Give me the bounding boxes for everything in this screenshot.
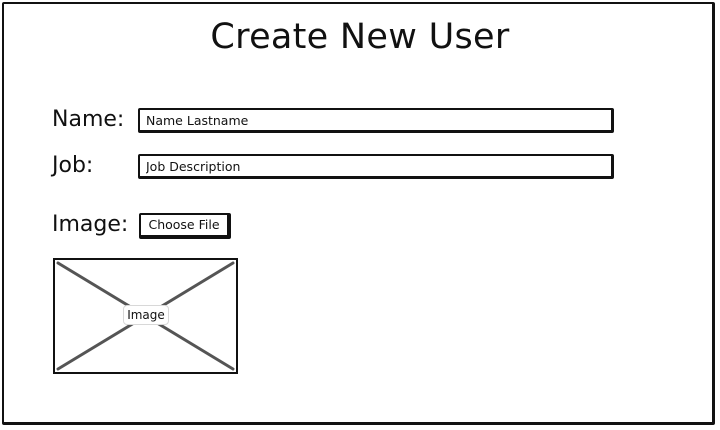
job-input[interactable] xyxy=(138,154,614,179)
name-label: Name: xyxy=(52,107,125,132)
image-preview: Image xyxy=(53,258,238,374)
image-label: Image: xyxy=(52,212,129,237)
page-title: Create New User xyxy=(210,17,510,57)
job-label: Job: xyxy=(52,153,94,178)
choose-file-button[interactable]: Choose File xyxy=(139,213,231,239)
name-input[interactable] xyxy=(138,108,614,133)
image-preview-caption: Image xyxy=(123,305,169,325)
